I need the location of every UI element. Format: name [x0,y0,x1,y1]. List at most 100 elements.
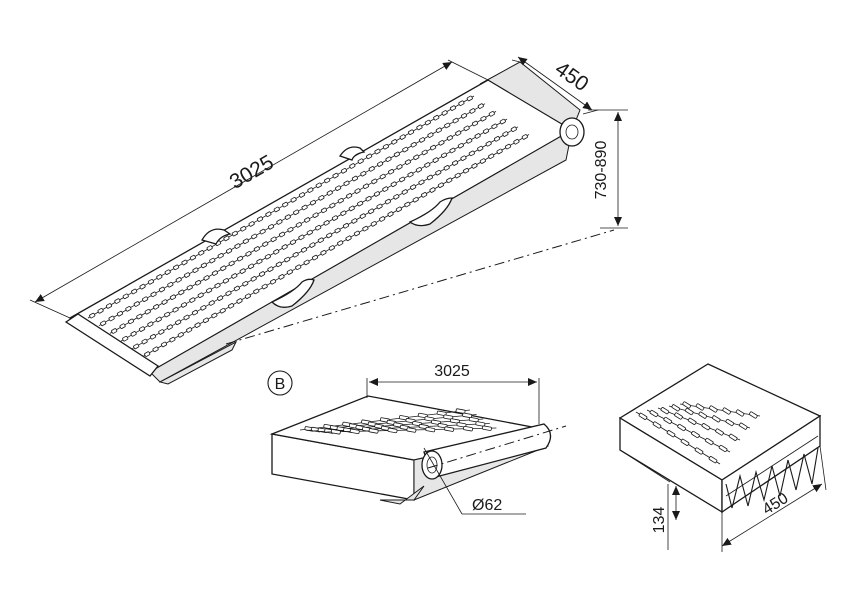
tread-cleat [164,311,171,318]
tread-cleat [194,322,201,328]
tread-cleat [457,142,464,149]
tread-cleat [493,136,501,142]
tread-cleat [499,118,506,125]
tread-cleat [749,411,758,419]
detail-tube [423,423,552,479]
tread-cleat [119,323,126,329]
section-width-dimension-line [721,483,823,547]
tread-cleat [466,138,473,144]
detail-treads [299,408,497,435]
tread-cleat [368,428,379,434]
tread-cleat [100,320,107,327]
tread-cleat [175,319,182,326]
tread-cleat [474,133,481,139]
tread-cleat [108,315,115,322]
tread-cleat [228,303,235,309]
tread-cleat [452,160,459,166]
tread-cleat [436,410,447,417]
tread-cleat [479,158,486,164]
tread-cleat [452,117,459,124]
tread-cleat [166,324,173,330]
tread-cleat [130,331,137,337]
tread-cleat [116,310,124,317]
tread-cleat [660,407,670,415]
tube-diameter-label: Ø62 [472,497,502,514]
section-treads [635,401,761,465]
tread-cleat [455,408,466,414]
tread-cleat [219,307,226,314]
tread-cleat [477,103,484,109]
detail-b-view: B 3025 Ø62 [267,363,567,515]
tread-cleat [97,308,104,314]
tread-cleat [715,428,724,436]
tread-cleat [153,304,160,310]
tread-cleat [671,404,681,412]
tread-cleat [466,95,473,102]
tread-cleat [462,412,473,419]
tread-cleat [677,423,686,432]
tread-cleat [496,148,503,155]
tread-cleat [183,314,190,321]
tread-cleat [454,172,461,179]
tread-cleat [649,409,659,418]
tread-cleat [144,351,151,357]
tread-cleat [680,438,690,446]
ramp-width-label: 450 [551,57,593,96]
tread-cleat [513,138,520,145]
tread-cleat [458,100,465,106]
tread-cleat [425,426,436,433]
tread-cleat [149,333,157,340]
tread-cleat [468,416,479,423]
tread-cleat [682,401,691,409]
tread-cleat [477,145,484,152]
tread-cleat [144,308,151,315]
tread-cleat [738,422,748,430]
tread-cleat [111,328,118,334]
ramp-hinge-tube [559,117,585,147]
tread-cleat [460,113,468,119]
tread-cleat [471,163,478,169]
detail-marker-circle [267,370,293,396]
tread-cleat [663,416,673,425]
tread-cleat [475,421,486,427]
tread-cleat [200,305,207,311]
tread-cleat [463,125,470,132]
tread-cleat [491,123,498,130]
tread-cleat [138,326,146,332]
tread-cleat [684,407,694,416]
tread-cleat [480,115,487,122]
tread-cleat [709,405,718,413]
ramp-front-lip [64,313,159,377]
section-height-label: 134 [651,507,668,534]
tread-cleat [136,313,143,320]
tread-cleat [133,343,140,350]
tread-cleat [463,167,470,174]
ramp-height-label: 730-890 [593,141,610,200]
tread-cleat [349,428,360,435]
tread-cleat [652,421,662,429]
tread-cleat [186,327,193,333]
tread-cleat [443,414,454,420]
tread-cleat [169,336,176,343]
tread-cleat [172,306,179,313]
tread-cleat [158,329,165,335]
tread-cleat [460,155,467,161]
tread-cleat [180,302,187,308]
tread-cleat [674,412,683,420]
tread-cleat [125,306,132,312]
tread-cleat [510,126,517,132]
tread-cleat [127,318,135,325]
tread-cleat [728,433,738,441]
detail-length-label: 3025 [434,363,470,380]
tread-cleat [449,418,460,424]
tread-cleat [387,427,398,434]
tread-cleat [482,128,490,134]
tread-cleat [471,120,479,127]
tread-cleat [504,143,512,150]
tread-cleat [694,447,704,455]
tread-cleat [521,134,528,140]
tread-cleat [691,430,700,439]
tread-cleat [698,411,708,419]
tread-cleat [481,425,492,431]
tread-cleat [211,312,218,319]
